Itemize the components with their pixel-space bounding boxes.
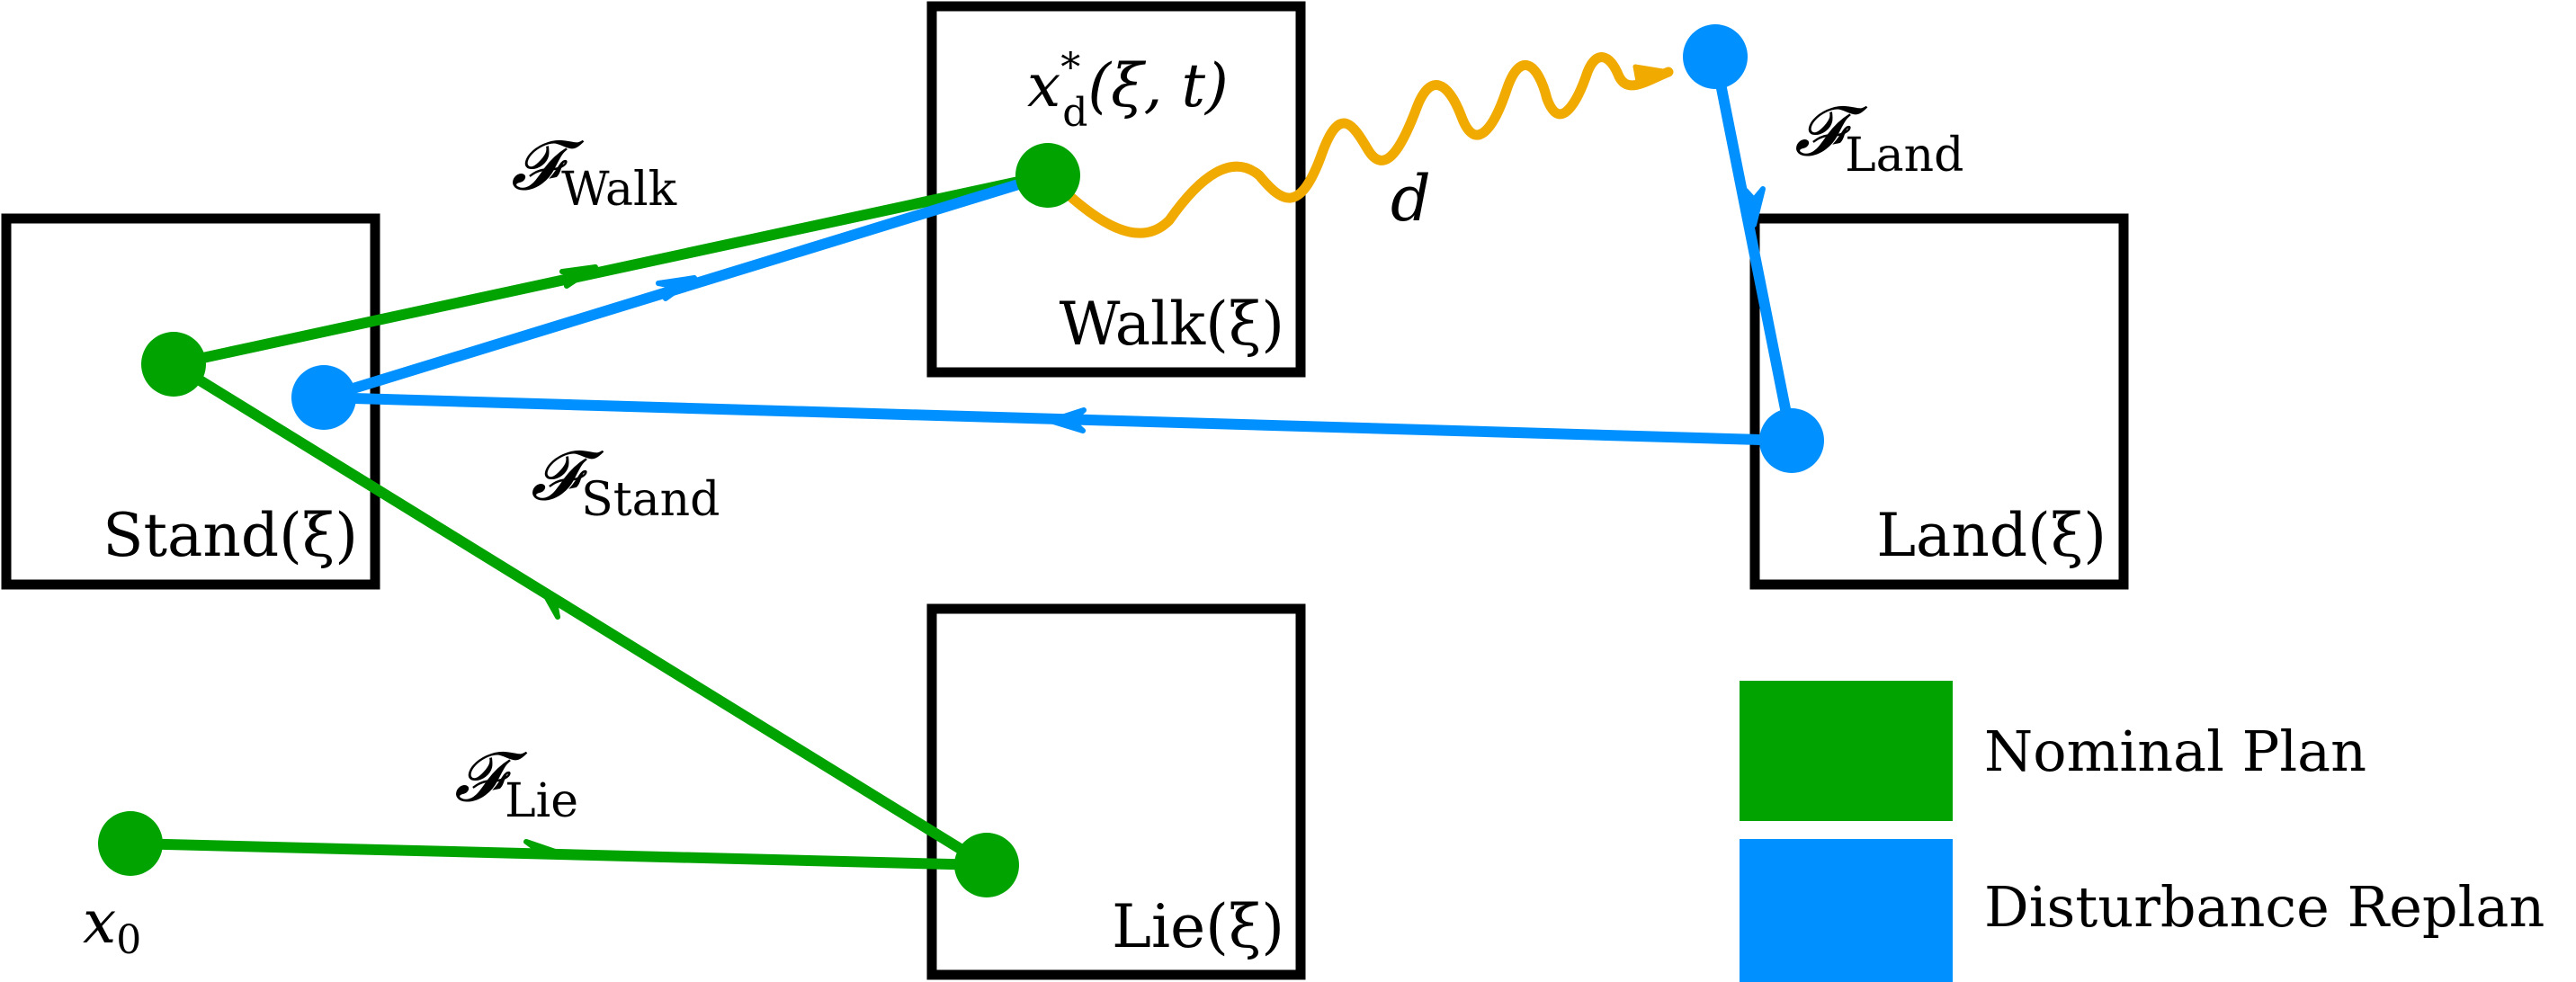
legend-nominal-label: Nominal Plan (1984, 719, 2366, 784)
initial-point-label: x0 (83, 888, 141, 963)
disturbed-point (1683, 24, 1748, 89)
arrowhead-stand (539, 585, 571, 620)
land-box-label: Land(ξ) (1876, 501, 2106, 570)
arrowhead-lie (523, 839, 563, 859)
arrowhead-replan-walk (656, 275, 697, 301)
disturbance-arrow (1042, 52, 1674, 238)
stand-transition-label: 𝓕Stand (531, 435, 720, 527)
replan-land-edge (1710, 51, 1797, 446)
legend-nominal-swatch (1740, 681, 1953, 821)
nominal-walk-edge (168, 170, 1053, 370)
disturbance-label: d (1391, 162, 1431, 236)
arrowhead-replan-return (1048, 407, 1087, 433)
arrowhead-land (1743, 186, 1766, 228)
lie-point (954, 833, 1019, 897)
nominal-stand-edge (168, 359, 992, 870)
land-point (1759, 408, 1824, 473)
legend-replan-label: Disturbance Replan (1984, 874, 2545, 940)
legend-replan-swatch (1740, 839, 1953, 982)
arrowhead-walk (559, 264, 598, 289)
lie-transition-label: 𝓕Lie (454, 736, 578, 828)
desired-point (1015, 143, 1080, 208)
disturbance-arrowhead (1632, 64, 1671, 89)
initial-point (98, 811, 163, 876)
lie-mode-box (926, 603, 1306, 980)
replan-stand-point (291, 365, 356, 430)
land-mode-box (1749, 213, 2129, 590)
stand-box-label: Stand(ξ) (103, 501, 358, 570)
desired-point-label: x*d(ξ, t) (1027, 45, 1229, 136)
land-transition-label: 𝓕Land (1794, 91, 1963, 183)
stand-point (141, 332, 206, 397)
walk-box-label: Walk(ξ) (1060, 290, 1284, 359)
lie-box-label: Lie(ξ) (1112, 892, 1284, 961)
walk-transition-label: 𝓕Walk (511, 125, 677, 217)
